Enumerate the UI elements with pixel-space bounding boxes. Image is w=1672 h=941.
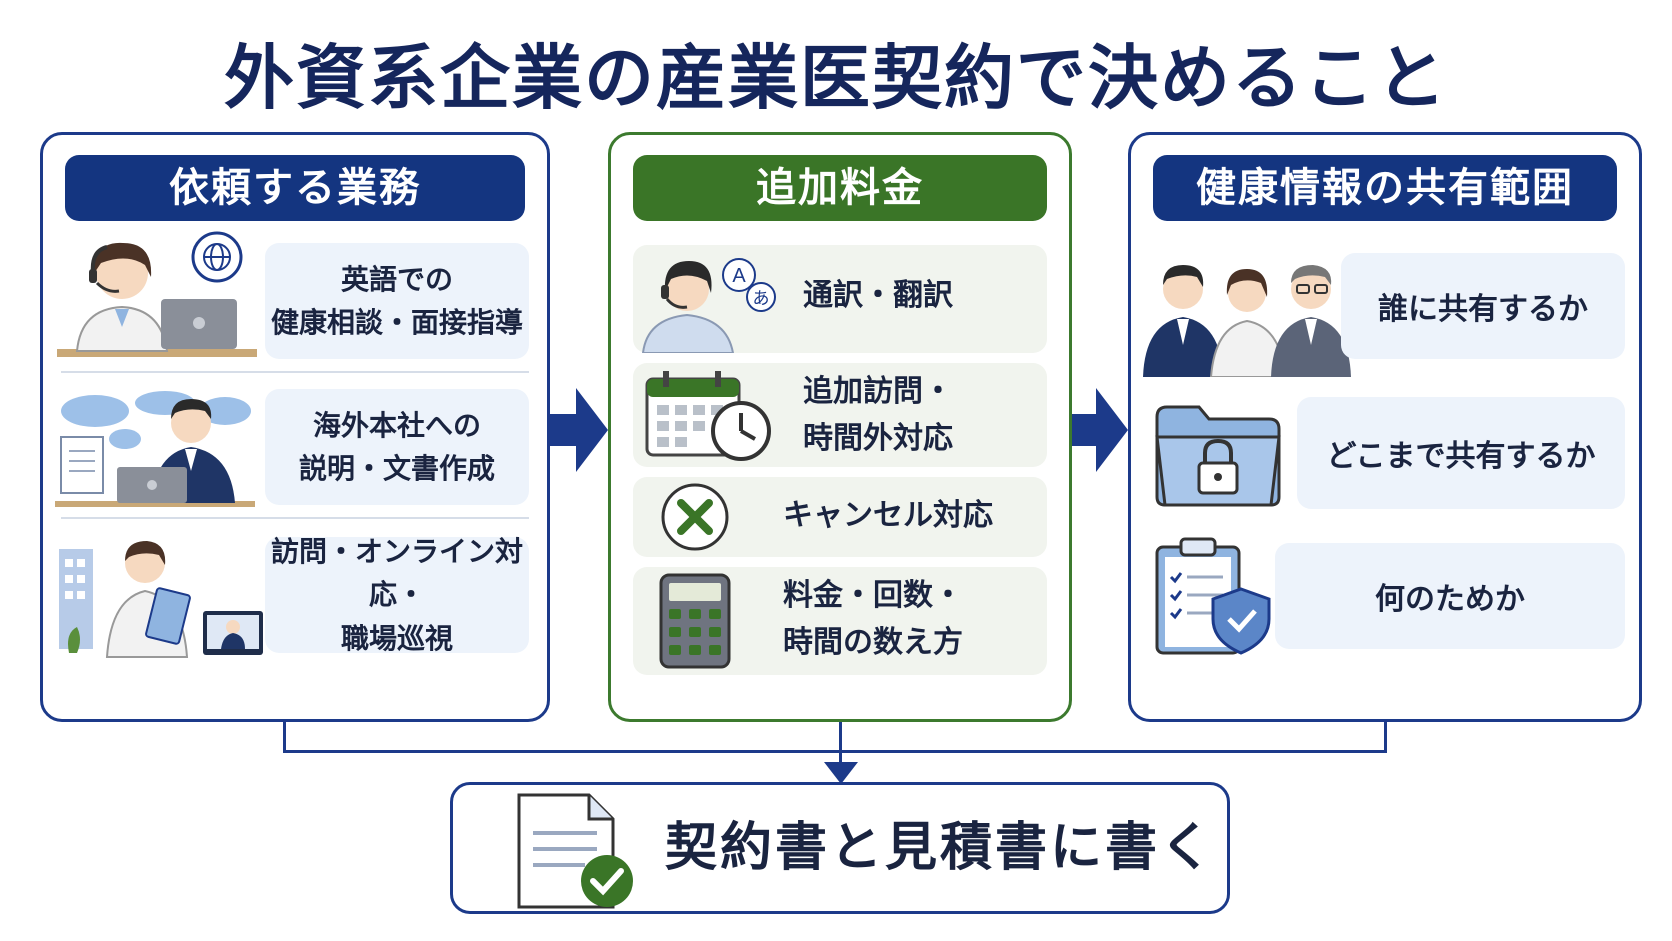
- card-text: 訪問・オンライン対応・ 職場巡視: [270, 534, 523, 655]
- card-text: キャンセル対応: [783, 498, 993, 533]
- card-text: 海外本社への 説明・文書作成: [298, 408, 495, 485]
- card-extra-visit-overtime: 追加訪問・ 時間外対応: [633, 363, 1047, 467]
- card-text: 料金・回数・ 時間の数え方: [783, 578, 963, 660]
- svg-text:あ: あ: [753, 289, 770, 309]
- page-title: 外資系企業の産業医契約で決めること: [224, 37, 1448, 119]
- divider: [61, 517, 529, 519]
- column-additional-fees: 追加料金 A あ 通訳・翻訳 追加: [608, 132, 1072, 722]
- connector-line: [1384, 722, 1387, 752]
- connector-line: [283, 722, 286, 752]
- card-text: 追加訪問・ 時間外対応: [803, 374, 953, 456]
- card-fee-counting: 料金・回数・ 時間の数え方: [633, 567, 1047, 675]
- locked-folder-icon: [1155, 405, 1281, 507]
- interpreter-headset-icon: A あ: [641, 258, 776, 353]
- card-text: 英語での 健康相談・面接指導: [270, 262, 523, 339]
- card-how-far-to-share: どこまで共有するか: [1297, 397, 1625, 509]
- three-people-icon: [1143, 265, 1351, 377]
- card-text: 通訳・翻訳: [803, 278, 953, 313]
- divider: [61, 371, 529, 373]
- connector-line: [283, 750, 1387, 753]
- card-who-to-share: 誰に共有するか: [1341, 253, 1625, 359]
- card-cancellation: キャンセル対応: [633, 477, 1047, 557]
- card-text: 何のためか: [1375, 582, 1525, 617]
- calculator-icon: [659, 573, 731, 669]
- card-visit-online-patrol: 訪問・オンライン対応・ 職場巡視: [265, 535, 529, 655]
- world-map-businessman-icon: [55, 391, 255, 507]
- document-check-icon: [517, 793, 633, 909]
- column-header-additional-fees: 追加料金: [633, 155, 1047, 221]
- column-health-info-sharing: 健康情報の共有範囲 誰に共有するか どこまで共有するか: [1128, 132, 1642, 722]
- cancel-x-icon: [661, 483, 729, 551]
- card-text: どこまで共有するか: [1326, 439, 1596, 474]
- card-for-what-purpose: 何のためか: [1275, 543, 1625, 649]
- column-requested-work: 依頼する業務 英語での 健康相談・面接指導: [40, 132, 550, 722]
- arrow-right-icon: [550, 388, 608, 472]
- conclusion-box: 契約書と見積書に書く: [450, 782, 1230, 914]
- card-text: 誰に共有するか: [1378, 292, 1588, 327]
- arrow-right-icon: [1072, 388, 1128, 472]
- svg-text:A: A: [732, 265, 746, 287]
- headset-doctor-laptop-icon: [57, 231, 257, 357]
- doctor-clipboard-online-icon: [59, 541, 263, 658]
- calendar-clock-icon: [645, 371, 771, 461]
- connector-line: [839, 722, 842, 766]
- card-interpretation: A あ 通訳・翻訳: [633, 245, 1047, 353]
- column-header-health-info-sharing: 健康情報の共有範囲: [1153, 155, 1617, 221]
- conclusion-text: 契約書と見積書に書く: [665, 818, 1216, 878]
- card-overseas-hq-docs: 海外本社への 説明・文書作成: [265, 389, 529, 505]
- column-header-requested-work: 依頼する業務: [65, 155, 525, 221]
- arrow-down-icon: [824, 762, 858, 784]
- clipboard-shield-icon: [1155, 537, 1271, 655]
- card-english-consultation: 英語での 健康相談・面接指導: [265, 243, 529, 359]
